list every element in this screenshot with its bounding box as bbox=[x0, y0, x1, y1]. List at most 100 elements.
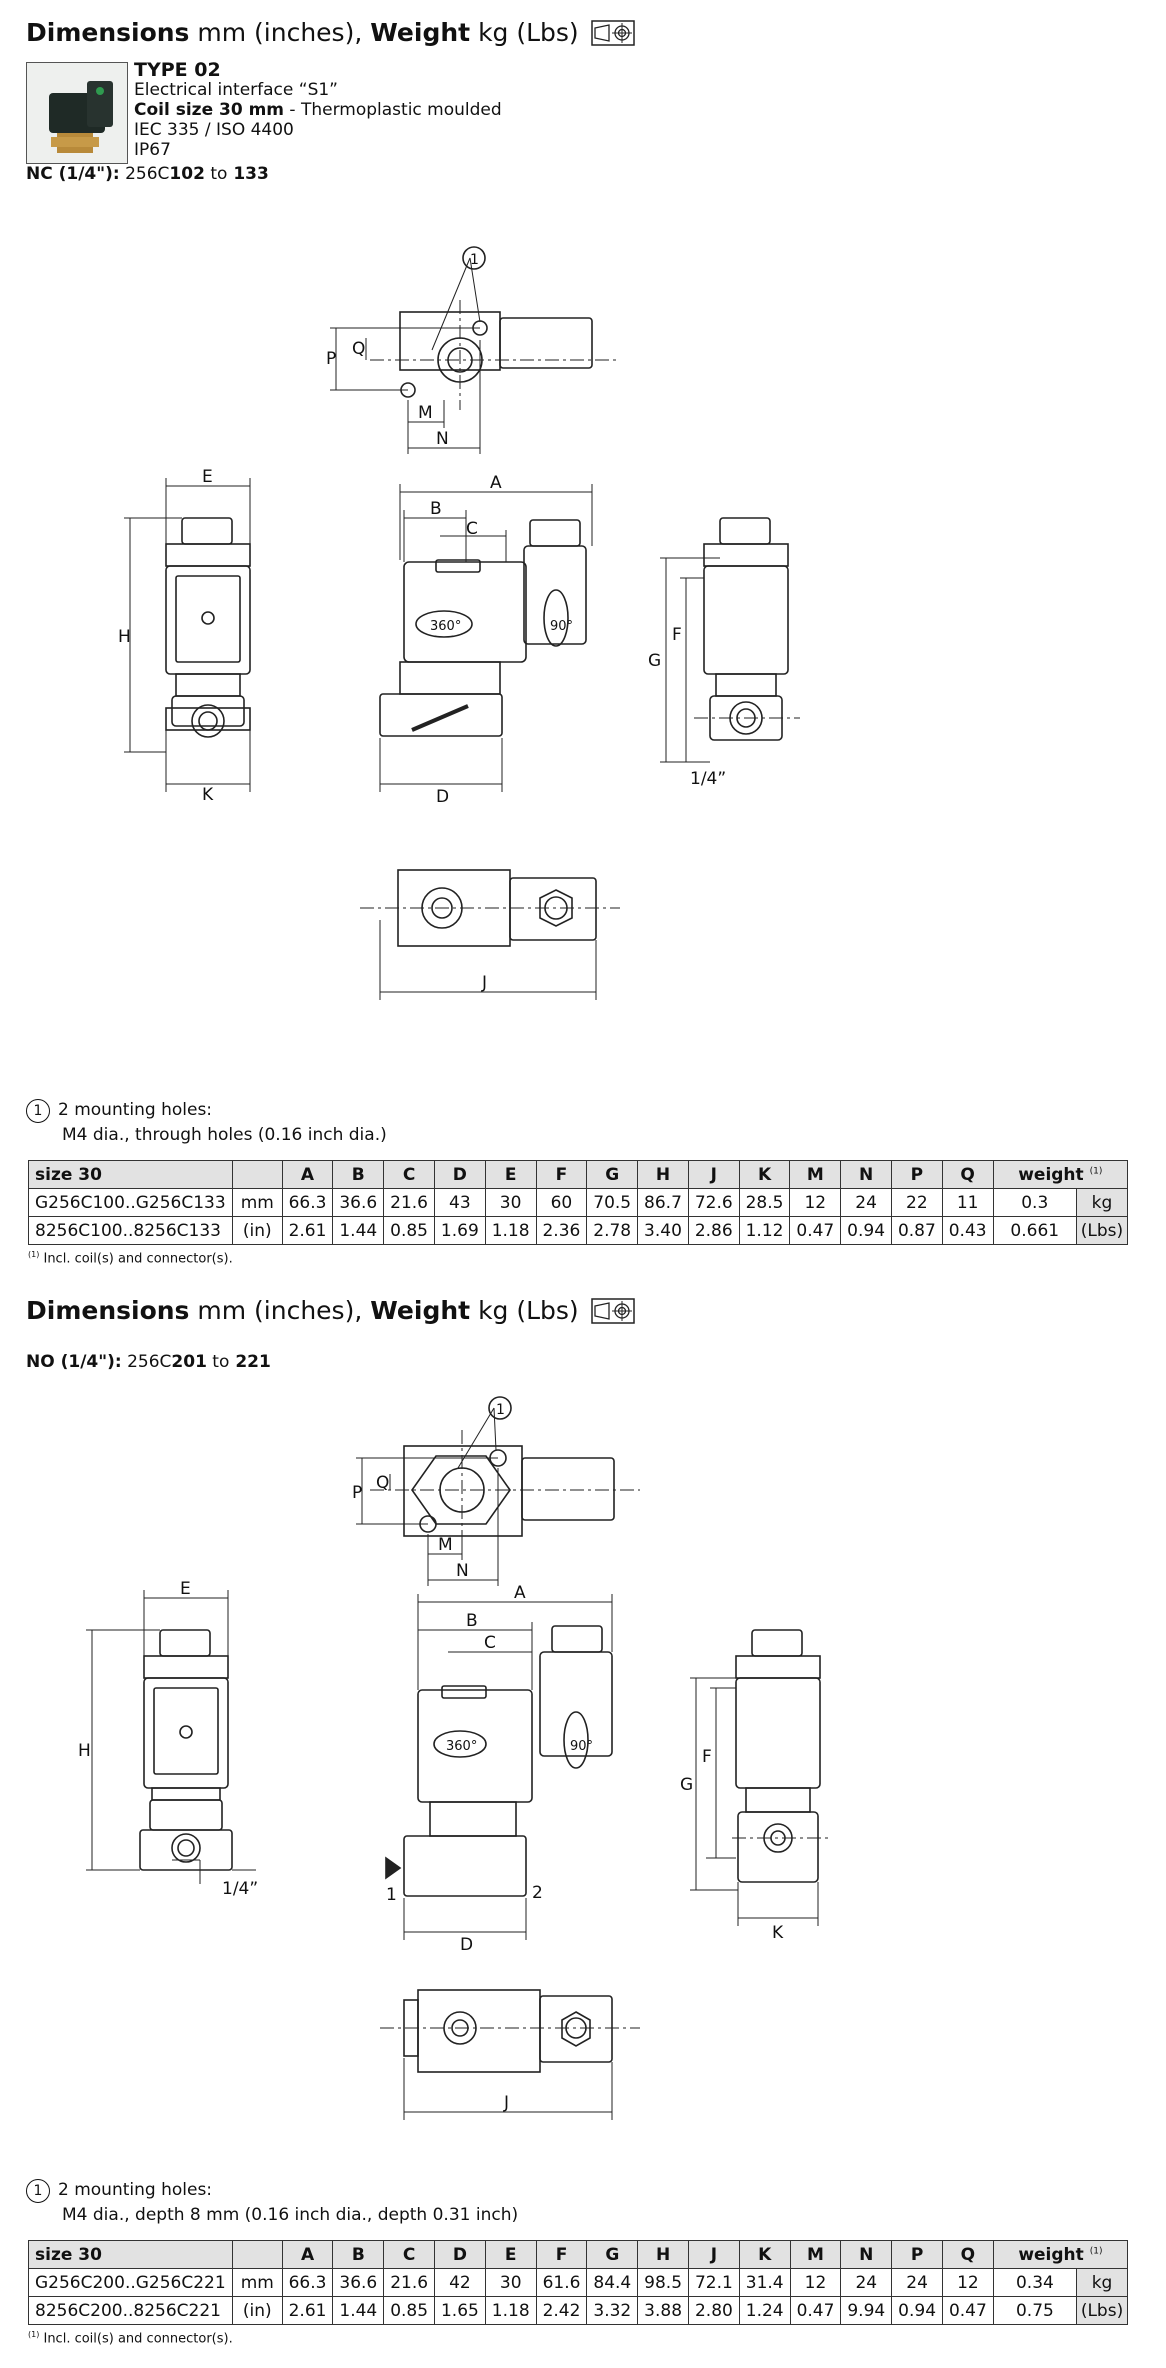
section2-drawing: 1 P Q M N E H 1/4” A B C 360° 90° 1 2 D … bbox=[78, 1396, 830, 2120]
type-info: TYPE 02 Electrical interface “S1” Coil s… bbox=[134, 60, 502, 160]
rotation-360: 360° bbox=[430, 619, 461, 634]
col-a: A bbox=[281, 2240, 334, 2269]
cell-unit: (in) bbox=[231, 1216, 283, 1245]
col-c: C bbox=[383, 1160, 435, 1189]
cell-e: 30 bbox=[484, 2268, 537, 2297]
col-a: A bbox=[281, 1160, 334, 1189]
cell-c: 0.85 bbox=[383, 1216, 435, 1245]
col-b: B bbox=[332, 2240, 385, 2269]
cell-m: 12 bbox=[789, 1188, 842, 1217]
port-size: 1/4” bbox=[222, 1879, 258, 1899]
heading-weight-units: kg (Lbs) bbox=[478, 18, 579, 47]
cell-weight: 0.34 bbox=[992, 2268, 1078, 2297]
dim-label-c: C bbox=[466, 519, 478, 539]
projection-symbol-icon bbox=[590, 20, 635, 46]
cell-q: 12 bbox=[941, 2268, 994, 2297]
cell-p: 0.87 bbox=[890, 1216, 943, 1245]
cell-q: 11 bbox=[941, 1188, 994, 1217]
col-j: J bbox=[687, 1160, 740, 1189]
cell-model: 8256C200..8256C221 bbox=[28, 2296, 233, 2325]
dim-label-e: E bbox=[180, 1579, 191, 1599]
interface-text: Electrical interface “S1” bbox=[134, 80, 338, 100]
coil-line: Coil size 30 mm - Thermoplastic moulded bbox=[134, 100, 502, 120]
dim-label-m: M bbox=[438, 1535, 453, 1555]
section1-spec-table: size 30 A B C D E F G H J K M N P Q weig… bbox=[28, 1160, 1129, 1245]
cell-p: 0.94 bbox=[891, 2296, 943, 2325]
dim-label-k: K bbox=[202, 785, 214, 805]
subtitle-to-word: to bbox=[206, 1352, 230, 1372]
col-unit bbox=[231, 1160, 283, 1189]
cell-b: 1.44 bbox=[332, 2296, 385, 2325]
footnote-marker: (1) bbox=[28, 2330, 40, 2339]
side-view-left bbox=[86, 1590, 256, 1884]
table-header-row: size 30 A B C D E F G H J K M N P Q weig… bbox=[28, 1160, 1129, 1189]
type-title: TYPE 02 bbox=[134, 59, 221, 81]
dim-label-j: J bbox=[503, 2093, 509, 2113]
cell-d: 42 bbox=[434, 2268, 486, 2297]
cell-j: 72.1 bbox=[688, 2268, 740, 2297]
section2-heading: Dimensions mm (inches), Weight kg (Lbs) bbox=[26, 1296, 635, 1325]
heading-dimensions: Dimensions bbox=[26, 18, 190, 47]
heading-units: mm (inches), bbox=[197, 1296, 363, 1325]
section1-heading: Dimensions mm (inches), Weight kg (Lbs) bbox=[26, 18, 635, 47]
cell-e: 1.18 bbox=[484, 2296, 537, 2325]
section2-spec-table: size 30 A B C D E F G H J K M N P Q weig… bbox=[28, 2240, 1129, 2325]
rotation-90: 90° bbox=[550, 619, 573, 634]
cell-e: 30 bbox=[484, 1188, 537, 1217]
cell-g: 84.4 bbox=[586, 2268, 639, 2297]
col-n: N bbox=[840, 1160, 892, 1189]
dim-label-h: H bbox=[118, 627, 131, 647]
coil-size: Coil size 30 mm bbox=[134, 100, 285, 120]
callout-1: 1 bbox=[496, 1402, 505, 1418]
cell-a: 66.3 bbox=[281, 1188, 334, 1217]
cell-f: 2.42 bbox=[535, 2296, 588, 2325]
heading-units: mm (inches), bbox=[197, 18, 363, 47]
standard-text: IEC 335 / ISO 4400 bbox=[134, 120, 294, 140]
footnote-marker: (1) bbox=[28, 1250, 40, 1259]
dim-label-g: G bbox=[648, 651, 661, 671]
subtitle-to: 221 bbox=[235, 1352, 271, 1372]
col-j: J bbox=[688, 2240, 740, 2269]
subtitle-to-word: to bbox=[204, 164, 228, 184]
col-g: G bbox=[586, 2240, 639, 2269]
note-line2: M4 dia., through holes (0.16 inch dia.) bbox=[62, 1125, 387, 1145]
subtitle-to: 133 bbox=[233, 164, 269, 184]
dim-label-q: Q bbox=[352, 339, 365, 359]
col-weight-sup: (1) bbox=[1089, 1165, 1103, 1176]
col-m: M bbox=[789, 2240, 842, 2269]
dim-label-n: N bbox=[456, 1561, 469, 1581]
bottom-view bbox=[380, 1989, 640, 2120]
col-q: Q bbox=[941, 2240, 994, 2269]
note-line1: 2 mounting holes: bbox=[58, 2180, 213, 2200]
port-size: 1/4” bbox=[690, 769, 726, 789]
col-weight-sup: (1) bbox=[1089, 2245, 1103, 2256]
col-e: E bbox=[484, 2240, 537, 2269]
col-k: K bbox=[738, 1160, 791, 1189]
cell-k: 28.5 bbox=[738, 1188, 791, 1217]
dim-label-h: H bbox=[78, 1741, 91, 1761]
cell-n: 24 bbox=[840, 1188, 892, 1217]
dim-label-a: A bbox=[490, 473, 502, 493]
dim-label-p: P bbox=[352, 1483, 362, 1503]
cell-p: 24 bbox=[891, 2268, 943, 2297]
dim-label-b: B bbox=[430, 499, 442, 519]
col-weight-label: weight bbox=[1018, 1164, 1084, 1185]
cell-d: 1.65 bbox=[434, 2296, 486, 2325]
coil-material: - Thermoplastic moulded bbox=[284, 100, 502, 120]
col-c: C bbox=[383, 2240, 436, 2269]
cell-n: 0.94 bbox=[840, 1216, 892, 1245]
cell-h: 3.88 bbox=[637, 2296, 689, 2325]
cell-k: 31.4 bbox=[738, 2268, 791, 2297]
dim-label-a: A bbox=[514, 1583, 526, 1603]
side-view-right bbox=[660, 517, 800, 763]
footnote-text: Incl. coil(s) and connector(s). bbox=[43, 2331, 233, 2347]
front-view bbox=[379, 484, 593, 792]
subtitle-mid: 256C bbox=[119, 164, 170, 184]
cell-p: 22 bbox=[890, 1188, 943, 1217]
cell-weight: 0.661 bbox=[992, 1216, 1077, 1245]
table-header-row: size 30 A B C D E F G H J K M N P Q weig… bbox=[28, 2240, 1129, 2269]
valve-photo bbox=[26, 62, 128, 164]
footnote-text: Incl. coil(s) and connector(s). bbox=[43, 1251, 233, 1267]
cell-a: 2.61 bbox=[281, 2296, 334, 2325]
